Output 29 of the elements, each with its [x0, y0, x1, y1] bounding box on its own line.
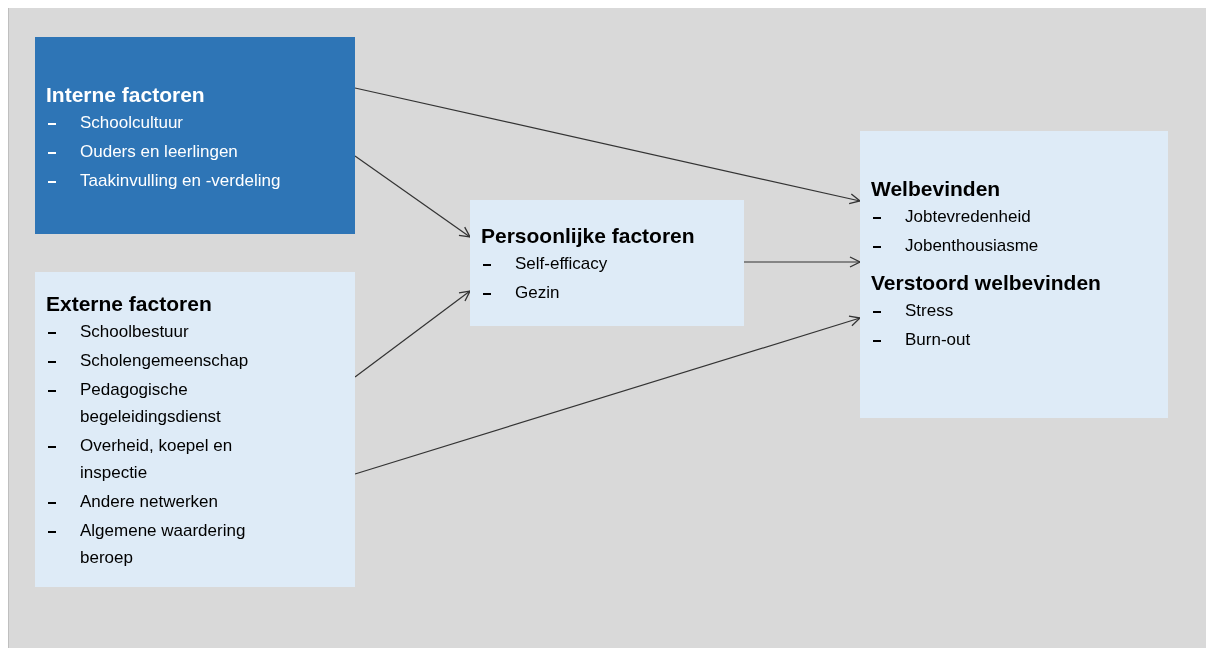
arrow [354, 87, 861, 205]
arrow [354, 290, 471, 378]
box-heading: Externe factoren [46, 291, 213, 317]
list-item: Andere netwerken [80, 491, 219, 513]
list-item: Pedagogische begeleidingsdienst [80, 379, 222, 428]
arrow [354, 155, 471, 238]
list-item: Scholengemeenschap [80, 350, 250, 372]
box-heading: Persoonlijke factoren [481, 223, 696, 249]
list-item: Jobenthousiasme [905, 235, 1040, 257]
list-item: Algemene waardering beroep [80, 520, 247, 569]
arrow [354, 315, 861, 475]
box-heading: Verstoord welbevinden [871, 270, 1102, 296]
factor-box [35, 37, 355, 234]
factor-box [860, 131, 1168, 418]
list-item: Overheid, koepel en inspectie [80, 435, 234, 484]
list-item: Gezin [515, 282, 561, 304]
list-item: Ouders en leerlingen [80, 141, 239, 163]
list-item: Schoolbestuur [80, 321, 190, 343]
list-item: Burn-out [905, 329, 972, 351]
arrow [743, 256, 861, 268]
box-heading: Interne factoren [46, 82, 206, 108]
factor-box [470, 200, 744, 326]
box-heading: Welbevinden [871, 176, 1002, 202]
list-item: Self-efficacy [515, 253, 609, 275]
factor-box [35, 272, 355, 587]
list-item: Jobtevredenheid [905, 206, 1032, 228]
list-item: Stress [905, 300, 955, 322]
list-item: Taakinvulling en -verdeling [80, 170, 282, 192]
list-item: Schoolcultuur [80, 112, 184, 134]
